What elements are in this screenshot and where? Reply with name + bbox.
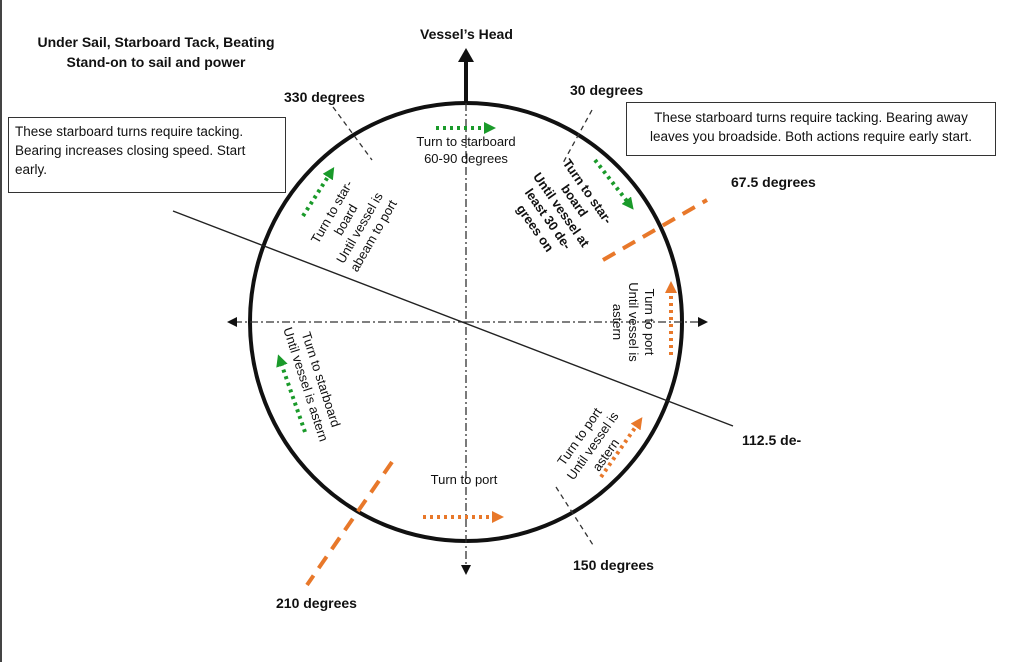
line-330-degrees: [332, 106, 373, 161]
bearing-210-label: 210 degrees: [276, 595, 357, 611]
sector-stbd-beam-line-3: astern: [610, 303, 625, 341]
vessel-head-arrowhead: [458, 48, 474, 62]
vessel-head-label: Vessel’s Head: [420, 26, 513, 42]
bearing-112-5-label: 112.5 de-: [742, 432, 802, 448]
sector-ahead-label: Turn to starboard 60-90 degrees: [406, 133, 526, 167]
line-150-degrees: [555, 486, 594, 546]
bearing-67-5-label: 67.5 degrees: [731, 174, 816, 190]
title-line-2: Stand-on to sail and power: [66, 54, 246, 70]
bearing-30-label: 30 degrees: [570, 82, 644, 98]
sector-stbd-beam-line-2: Until vessel is: [626, 282, 641, 362]
line-67-5-degrees: [602, 198, 708, 262]
arrow-port-bow-starboard: [301, 166, 335, 218]
note-left-box: These starboard turns require tacking. B…: [8, 117, 286, 193]
arrow-port-beam-starboard: [276, 354, 307, 433]
note-right-text: These starboard turns require tacking. B…: [650, 110, 972, 144]
line-30-degrees: [562, 109, 593, 164]
page-left-border: [0, 0, 2, 662]
arrow-stbd-bow-starboard: [593, 158, 634, 210]
line-210-degrees: [305, 460, 394, 587]
line-112-5-degrees: [172, 210, 734, 427]
sector-ahead-line-2: 60-90 degrees: [424, 151, 508, 166]
diagram-title: Under Sail, Starboard Tack, Beating Stan…: [26, 32, 286, 72]
note-right-box: These starboard turns require tacking. B…: [626, 102, 996, 156]
sector-ahead-line-1: Turn to starboard: [416, 134, 516, 149]
bearing-330-label: 330 degrees: [284, 89, 365, 105]
sector-astern-line-1: Turn to port: [430, 472, 498, 487]
sector-astern-label: Turn to port: [404, 471, 524, 488]
title-line-1: Under Sail, Starboard Tack, Beating: [37, 34, 275, 50]
sector-stbd-beam-line-1: Turn to port: [642, 288, 657, 356]
note-left-text: These starboard turns require tacking. B…: [15, 124, 246, 177]
sector-stbd-beam-label: Turn to port Until vessel is astern: [609, 267, 657, 377]
bearing-150-label: 150 degrees: [573, 557, 654, 573]
